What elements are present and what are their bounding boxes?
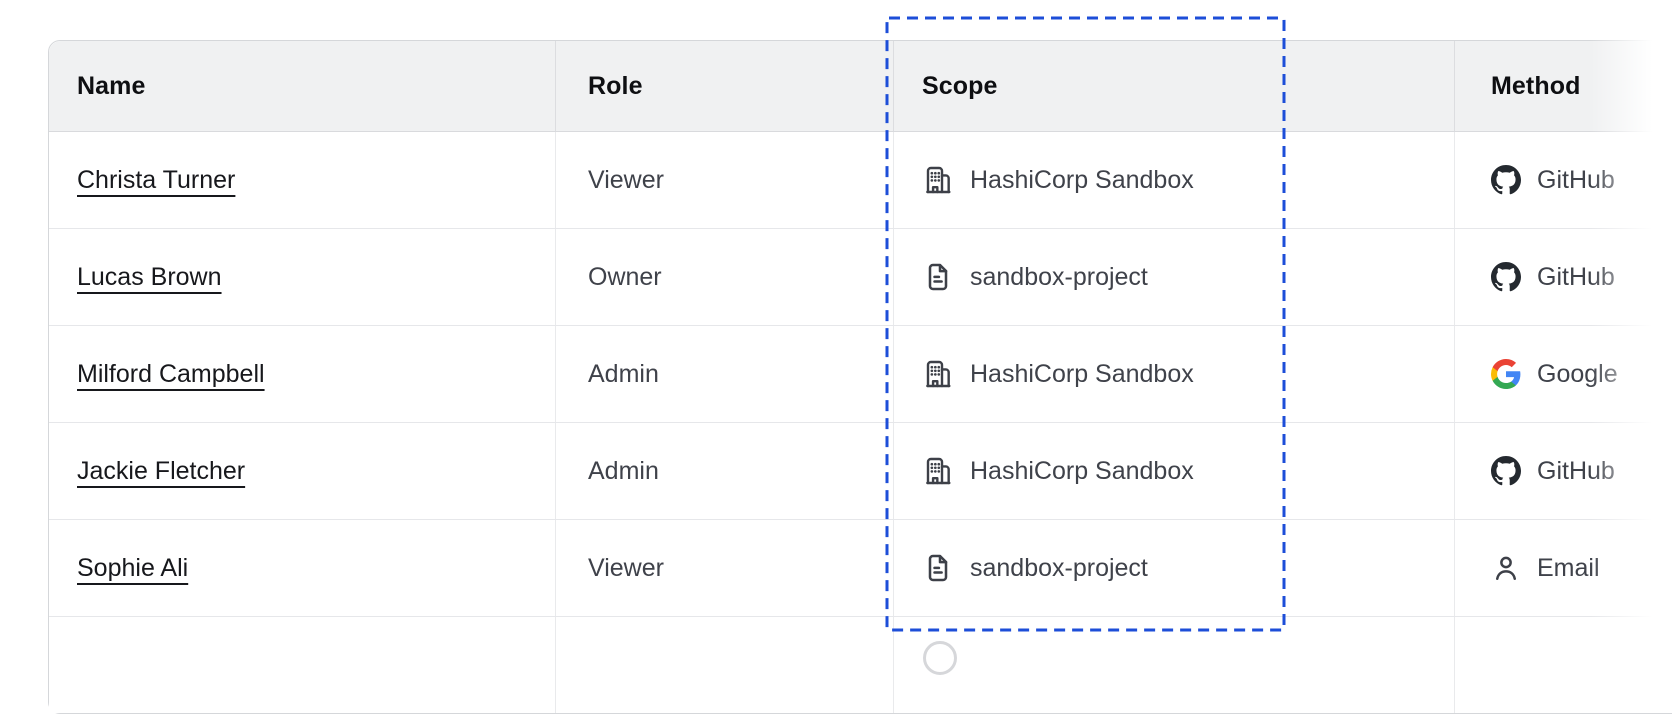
method-label: Email [1537,553,1600,582]
name-cell: Jackie Fletcher [49,423,555,519]
method-label: GitHub [1537,456,1615,485]
role-cell: Viewer [555,520,893,616]
scope-label: HashiCorp Sandbox [970,456,1194,485]
screen: { "header": { "columns": ["Name", "Role"… [48,0,1672,714]
method-label: GitHub [1537,262,1615,291]
name-cell: Milford Campbell [49,326,555,422]
member-name-link[interactable]: Lucas Brown [77,262,222,291]
github-icon [1491,262,1521,292]
building-icon [922,455,954,487]
table-row: Christa Turner Viewer HashiCorp Sandbox … [49,132,1672,228]
name-cell: Christa Turner [49,132,555,228]
table-row: Jackie Fletcher Admin HashiCorp Sandbox … [49,422,1672,519]
file-icon [922,552,954,584]
table-row: Lucas Brown Owner sandbox-project GitHub [49,228,1672,325]
scope-cell: HashiCorp Sandbox [893,132,1454,228]
scope-cell: sandbox-project [893,229,1454,325]
member-name-link[interactable]: Sophie Ali [77,553,189,582]
role-label: Viewer [588,165,664,194]
role-cell: Admin [555,423,893,519]
method-cell: GitHub [1454,132,1672,228]
github-icon [1491,456,1521,486]
table-cell [893,617,1454,713]
scope-cell: sandbox-project [893,520,1454,616]
role-label: Admin [588,456,659,485]
name-cell: Sophie Ali [49,520,555,616]
scope-label: HashiCorp Sandbox [970,359,1194,388]
name-cell: Lucas Brown [49,229,555,325]
member-name-link[interactable]: Jackie Fletcher [77,456,246,485]
google-icon [1491,359,1521,389]
role-label: Owner [588,262,662,291]
column-header-name: Name [77,71,146,100]
table-body: Christa Turner Viewer HashiCorp Sandbox … [49,132,1672,616]
table-cell [1454,617,1672,713]
scope-label: sandbox-project [970,262,1148,291]
partial-scope-icon [923,641,957,675]
role-cell: Admin [555,326,893,422]
member-name-link[interactable]: Christa Turner [77,165,236,194]
file-icon [922,261,954,293]
role-cell: Owner [555,229,893,325]
building-icon [922,164,954,196]
column-header-scope: Scope [893,41,1454,131]
table-header-row: Name Role Scope Method [49,41,1672,132]
method-label: GitHub [1537,165,1615,194]
members-table: Name Role Scope Method Christa Turner Vi… [48,40,1672,714]
scope-label: HashiCorp Sandbox [970,165,1194,194]
column-header-role: Role [555,41,893,131]
role-cell: Viewer [555,132,893,228]
role-label: Admin [588,359,659,388]
scope-cell: HashiCorp Sandbox [893,423,1454,519]
role-label: Viewer [588,553,664,582]
building-icon [922,358,954,390]
method-cell: Email [1454,520,1672,616]
table-cell [555,617,893,713]
method-cell: Google [1454,326,1672,422]
method-label: Google [1537,359,1618,388]
github-icon [1491,165,1521,195]
method-cell: GitHub [1454,423,1672,519]
method-cell: GitHub [1454,229,1672,325]
table-row-partial [49,616,1672,713]
table-row: Milford Campbell Admin HashiCorp Sandbox… [49,325,1672,422]
table-cell [49,617,555,713]
scope-cell: HashiCorp Sandbox [893,326,1454,422]
person-icon [1491,553,1521,583]
member-name-link[interactable]: Milford Campbell [77,359,265,388]
table-row: Sophie Ali Viewer sandbox-project Email [49,519,1672,616]
column-header-method: Method [1454,41,1672,131]
scope-label: sandbox-project [970,553,1148,582]
